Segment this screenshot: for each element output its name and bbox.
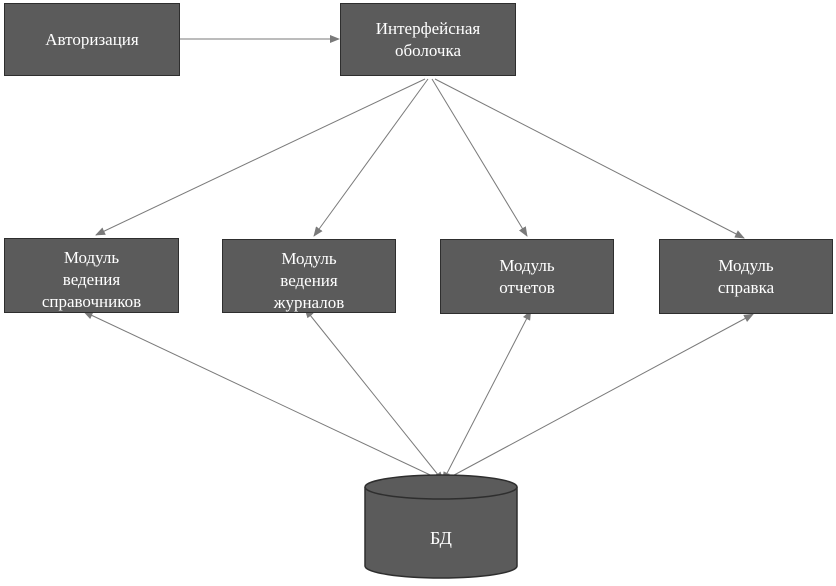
edge-jour-db	[304, 307, 444, 482]
edge-shell-help	[434, 78, 745, 239]
journal-module-box: Модуль ведения журналов	[222, 239, 396, 313]
database-label: БД	[430, 528, 452, 548]
reports-module-label-line1: Модуль	[499, 255, 555, 275]
reference-module-label-line3: справочников	[41, 291, 142, 311]
authorization-box: Авторизация	[4, 3, 180, 76]
help-module-label-line1: Модуль	[718, 255, 774, 275]
edge-shell-ref	[95, 78, 426, 236]
database-cylinder	[364, 474, 518, 579]
edge-shell-jour	[313, 78, 429, 237]
interface-shell-label-line2: оболочка	[394, 40, 462, 60]
help-module-label-line2: справка	[717, 277, 775, 297]
interface-shell-label-line1: Интерфейсная	[375, 18, 481, 38]
edge-ref-db	[82, 311, 444, 482]
journal-module-label-line3: журналов	[273, 293, 345, 312]
interface-shell-box: Интерфейсная оболочка	[340, 3, 516, 76]
reference-module-label-line2: ведения	[62, 269, 121, 289]
edge-rep-db	[442, 309, 532, 482]
reference-module-label-line1: Модуль	[63, 247, 120, 267]
edge-shell-rep	[431, 78, 528, 237]
reports-module-label-line2: отчетов	[499, 277, 555, 297]
journal-module-label-line2: ведения	[280, 271, 338, 290]
help-module-box: Модуль справка	[659, 239, 833, 314]
reference-module-box: Модуль ведения справочников	[4, 238, 179, 313]
edge-help-db	[442, 313, 754, 482]
authorization-label: Авторизация	[45, 29, 139, 49]
reports-module-box: Модуль отчетов	[440, 239, 614, 314]
journal-module-label-line1: Модуль	[281, 249, 337, 268]
